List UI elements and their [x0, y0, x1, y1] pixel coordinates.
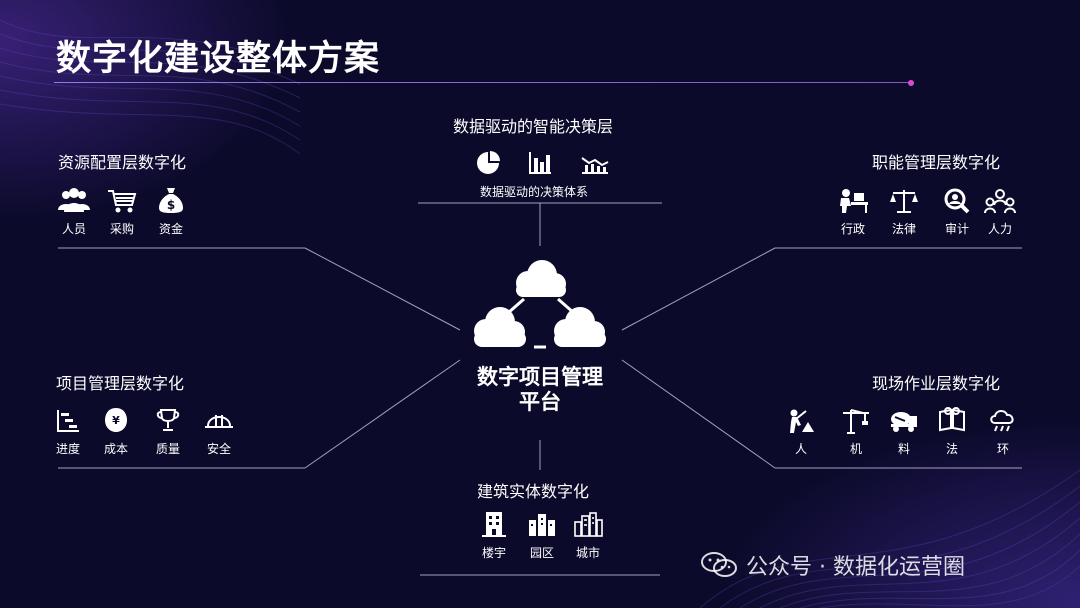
worker-icon: [790, 409, 814, 433]
office-worker-icon: [840, 189, 868, 213]
building-item-building: 楼宇: [469, 510, 519, 561]
slide-title: 数字化建设整体方案: [56, 39, 381, 79]
project-item-label: 成本: [103, 442, 128, 456]
site-item-environment: 环: [978, 406, 1028, 457]
function-item-hr: 人力: [975, 188, 1025, 237]
pie-chart-icon: [477, 151, 500, 174]
helmet-icon: [205, 415, 233, 428]
building-icon: [482, 512, 506, 537]
site-item-machine: 机: [831, 408, 881, 457]
building-item-label: 楼宇: [481, 546, 506, 560]
function-item-audit: 审计: [932, 188, 982, 237]
site-item-label: 环: [996, 442, 1009, 456]
project-item-safety: 安全: [194, 406, 244, 457]
scales-icon: [890, 190, 918, 213]
crane-icon: [843, 409, 869, 434]
site-item-material: 料: [879, 408, 929, 457]
decision-layer-heading: 数据驱动的智能决策层: [453, 117, 614, 136]
building-item-city: 城市: [563, 510, 613, 561]
site-item-label: 人: [794, 442, 807, 456]
cloud-network-icon: [474, 260, 606, 349]
project-item-label: 质量: [155, 442, 180, 456]
watermark: 公众号 · 数据化运营圈: [700, 550, 965, 580]
project-layer-heading: 项目管理层数字化: [56, 374, 185, 393]
watermark-text: 公众号 · 数据化运营圈: [746, 555, 965, 580]
mixer-truck-icon: [891, 412, 917, 432]
bar-chart-icon: [529, 152, 551, 174]
svg-text:¥: ¥: [112, 414, 120, 427]
function-item-label: 人力: [987, 222, 1012, 236]
site-layer-heading: 现场作业层数字化: [872, 374, 1001, 393]
function-item-label: 行政: [840, 222, 865, 236]
cost-icon: ¥: [105, 408, 127, 432]
site-item-label: 法: [945, 442, 958, 456]
audit-search-icon: [944, 188, 970, 214]
title-divider: [54, 82, 912, 83]
building-layer-heading: 建筑实体数字化: [477, 482, 590, 501]
site-item-label: 机: [849, 442, 862, 456]
function-item-label: 审计: [944, 222, 969, 236]
building-item-label: 城市: [575, 546, 600, 560]
team-icon: [984, 189, 1016, 214]
gantt-icon: [57, 410, 79, 432]
weather-icon: [990, 410, 1014, 432]
building-item-park: 园区: [517, 510, 567, 561]
people-icon: [58, 188, 90, 212]
project-item-quality: 质量: [143, 406, 193, 457]
trophy-icon: [156, 409, 180, 431]
project-item-label: 安全: [206, 442, 231, 456]
resource-item-label: 资金: [158, 222, 183, 236]
wechat-icon: [701, 552, 737, 577]
project-item-cost: ¥ 成本: [91, 406, 141, 457]
resource-layer-heading: 资源配置层数字化: [58, 153, 187, 172]
city-icon: [574, 512, 603, 537]
project-item-label: 进度: [55, 442, 80, 456]
money-bag-icon: $: [159, 188, 183, 213]
resource-item-label: 采购: [109, 222, 134, 236]
function-item-legal: 法律: [879, 188, 929, 237]
decision-layer-subtitle: 数据驱动的决策体系: [480, 185, 589, 199]
title-divider-dot: [908, 80, 914, 86]
cart-icon: [108, 190, 137, 213]
resource-item-funds: $ 资金: [146, 186, 196, 237]
function-layer-heading: 职能管理层数字化: [872, 153, 1001, 172]
project-item-schedule: 进度: [43, 408, 93, 457]
function-item-label: 法律: [891, 222, 916, 236]
resource-item-purchase: 采购: [97, 188, 147, 237]
function-item-admin: 行政: [828, 188, 878, 237]
site-item-method: 法: [927, 406, 977, 457]
svg-text:$: $: [167, 198, 175, 212]
platform-title-line2: 平台: [519, 390, 561, 414]
book-icon: [939, 407, 965, 432]
resource-item-people: 人员: [49, 188, 99, 237]
building-item-label: 园区: [529, 546, 554, 560]
resource-item-label: 人员: [61, 222, 86, 236]
site-item-people: 人: [776, 408, 826, 457]
park-icon: [529, 514, 555, 536]
site-item-label: 料: [897, 442, 910, 456]
platform-title-line1: 数字项目管理: [477, 365, 603, 389]
platform-title: 数字项目管理 平台: [450, 365, 630, 415]
trend-chart-icon: [581, 157, 609, 174]
